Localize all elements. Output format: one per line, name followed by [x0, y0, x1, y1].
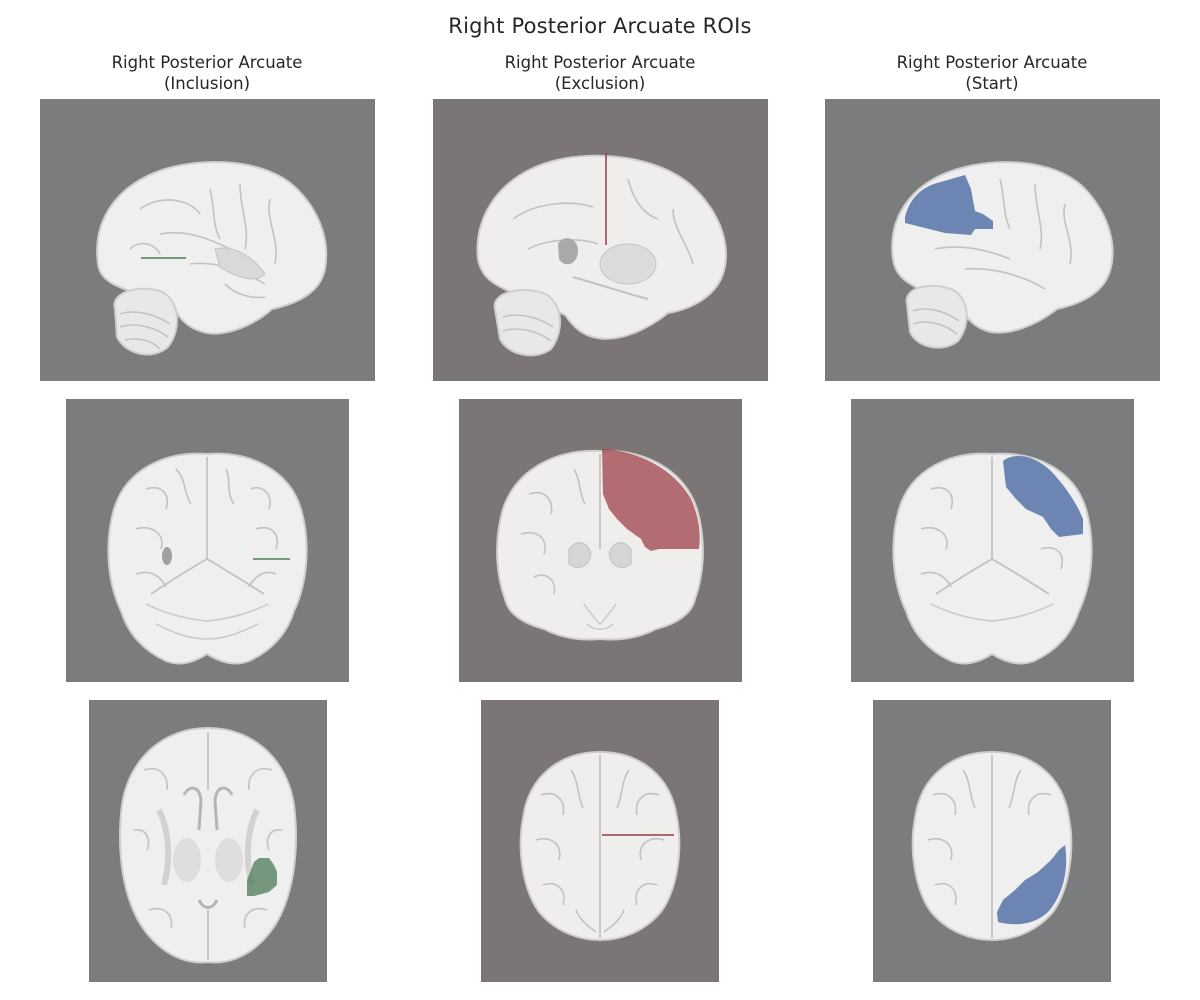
panel-start-sagittal: [825, 99, 1160, 381]
panel-inclusion-coronal: [66, 399, 349, 682]
panel-inclusion-sagittal: [40, 99, 375, 381]
column-title-exclusion: Right Posterior Arcuate (Exclusion): [400, 52, 800, 94]
column-title-exclusion-line2: (Exclusion): [554, 74, 646, 93]
roi-exclusion-coronal: [602, 449, 700, 551]
panel-exclusion-coronal: [459, 399, 742, 682]
column-title-start: Right Posterior Arcuate (Start): [792, 52, 1192, 94]
roi-start-axial: [997, 845, 1067, 925]
column-title-start-line1: Right Posterior Arcuate: [896, 53, 1088, 72]
column-title-inclusion: Right Posterior Arcuate (Inclusion): [7, 52, 407, 94]
panel-start-axial: [873, 700, 1111, 982]
panel-inclusion-axial: [89, 700, 327, 982]
brain-coronal-slice: [107, 452, 308, 665]
brain-sagittal-slice: [476, 154, 727, 357]
column-title-inclusion-line1: Right Posterior Arcuate: [111, 53, 303, 72]
roi-start-sagittal: [905, 175, 993, 235]
panel-exclusion-axial: [481, 700, 719, 982]
brain-sagittal-slice: [96, 161, 328, 356]
column-title-exclusion-line1: Right Posterior Arcuate: [504, 53, 696, 72]
brain-axial-slice: [519, 750, 681, 942]
brain-axial-slice: [119, 726, 297, 964]
panel-start-coronal: [851, 399, 1134, 682]
panel-exclusion-sagittal: [433, 99, 768, 381]
roi-inclusion-axial: [247, 858, 277, 896]
figure-title: Right Posterior Arcuate ROIs: [448, 14, 752, 38]
column-title-start-line2: (Start): [965, 74, 1019, 93]
roi-start-coronal: [1003, 456, 1083, 537]
column-title-inclusion-line2: (Inclusion): [163, 74, 251, 93]
